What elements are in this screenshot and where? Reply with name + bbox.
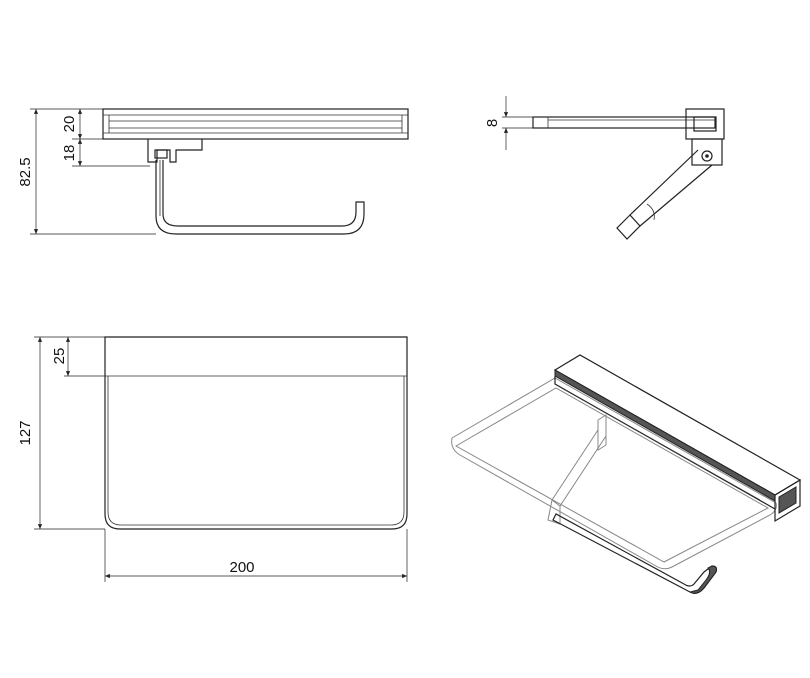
- front-elevation-view: 82.5 20 18: [17, 108, 409, 235]
- hinge-pin: [701, 150, 713, 162]
- dim-shelf-edge: 25: [51, 348, 68, 365]
- dim-hinge-offset: 8: [484, 119, 501, 127]
- dim-total-height: 82.5: [17, 157, 34, 186]
- isometric-view: [451, 354, 802, 594]
- side-view: 8: [484, 96, 725, 240]
- side-shelf: [532, 116, 716, 129]
- iso-backplate: [553, 354, 802, 496]
- dim-depth: 127: [17, 420, 34, 445]
- dim-width: 200: [229, 559, 254, 576]
- side-arm: [629, 149, 713, 227]
- shelf-body: [102, 108, 409, 140]
- dim-shelf-thickness: 20: [61, 116, 78, 133]
- wall-bracket: [147, 139, 203, 163]
- dim-bracket-height: 18: [61, 145, 78, 162]
- plan-view: 127 25 200: [17, 336, 408, 582]
- plan-shelf-outline: [104, 336, 408, 530]
- paper-rod: [155, 160, 365, 235]
- hinge-block: [691, 138, 723, 166]
- iso-glass-shelf: [451, 377, 777, 570]
